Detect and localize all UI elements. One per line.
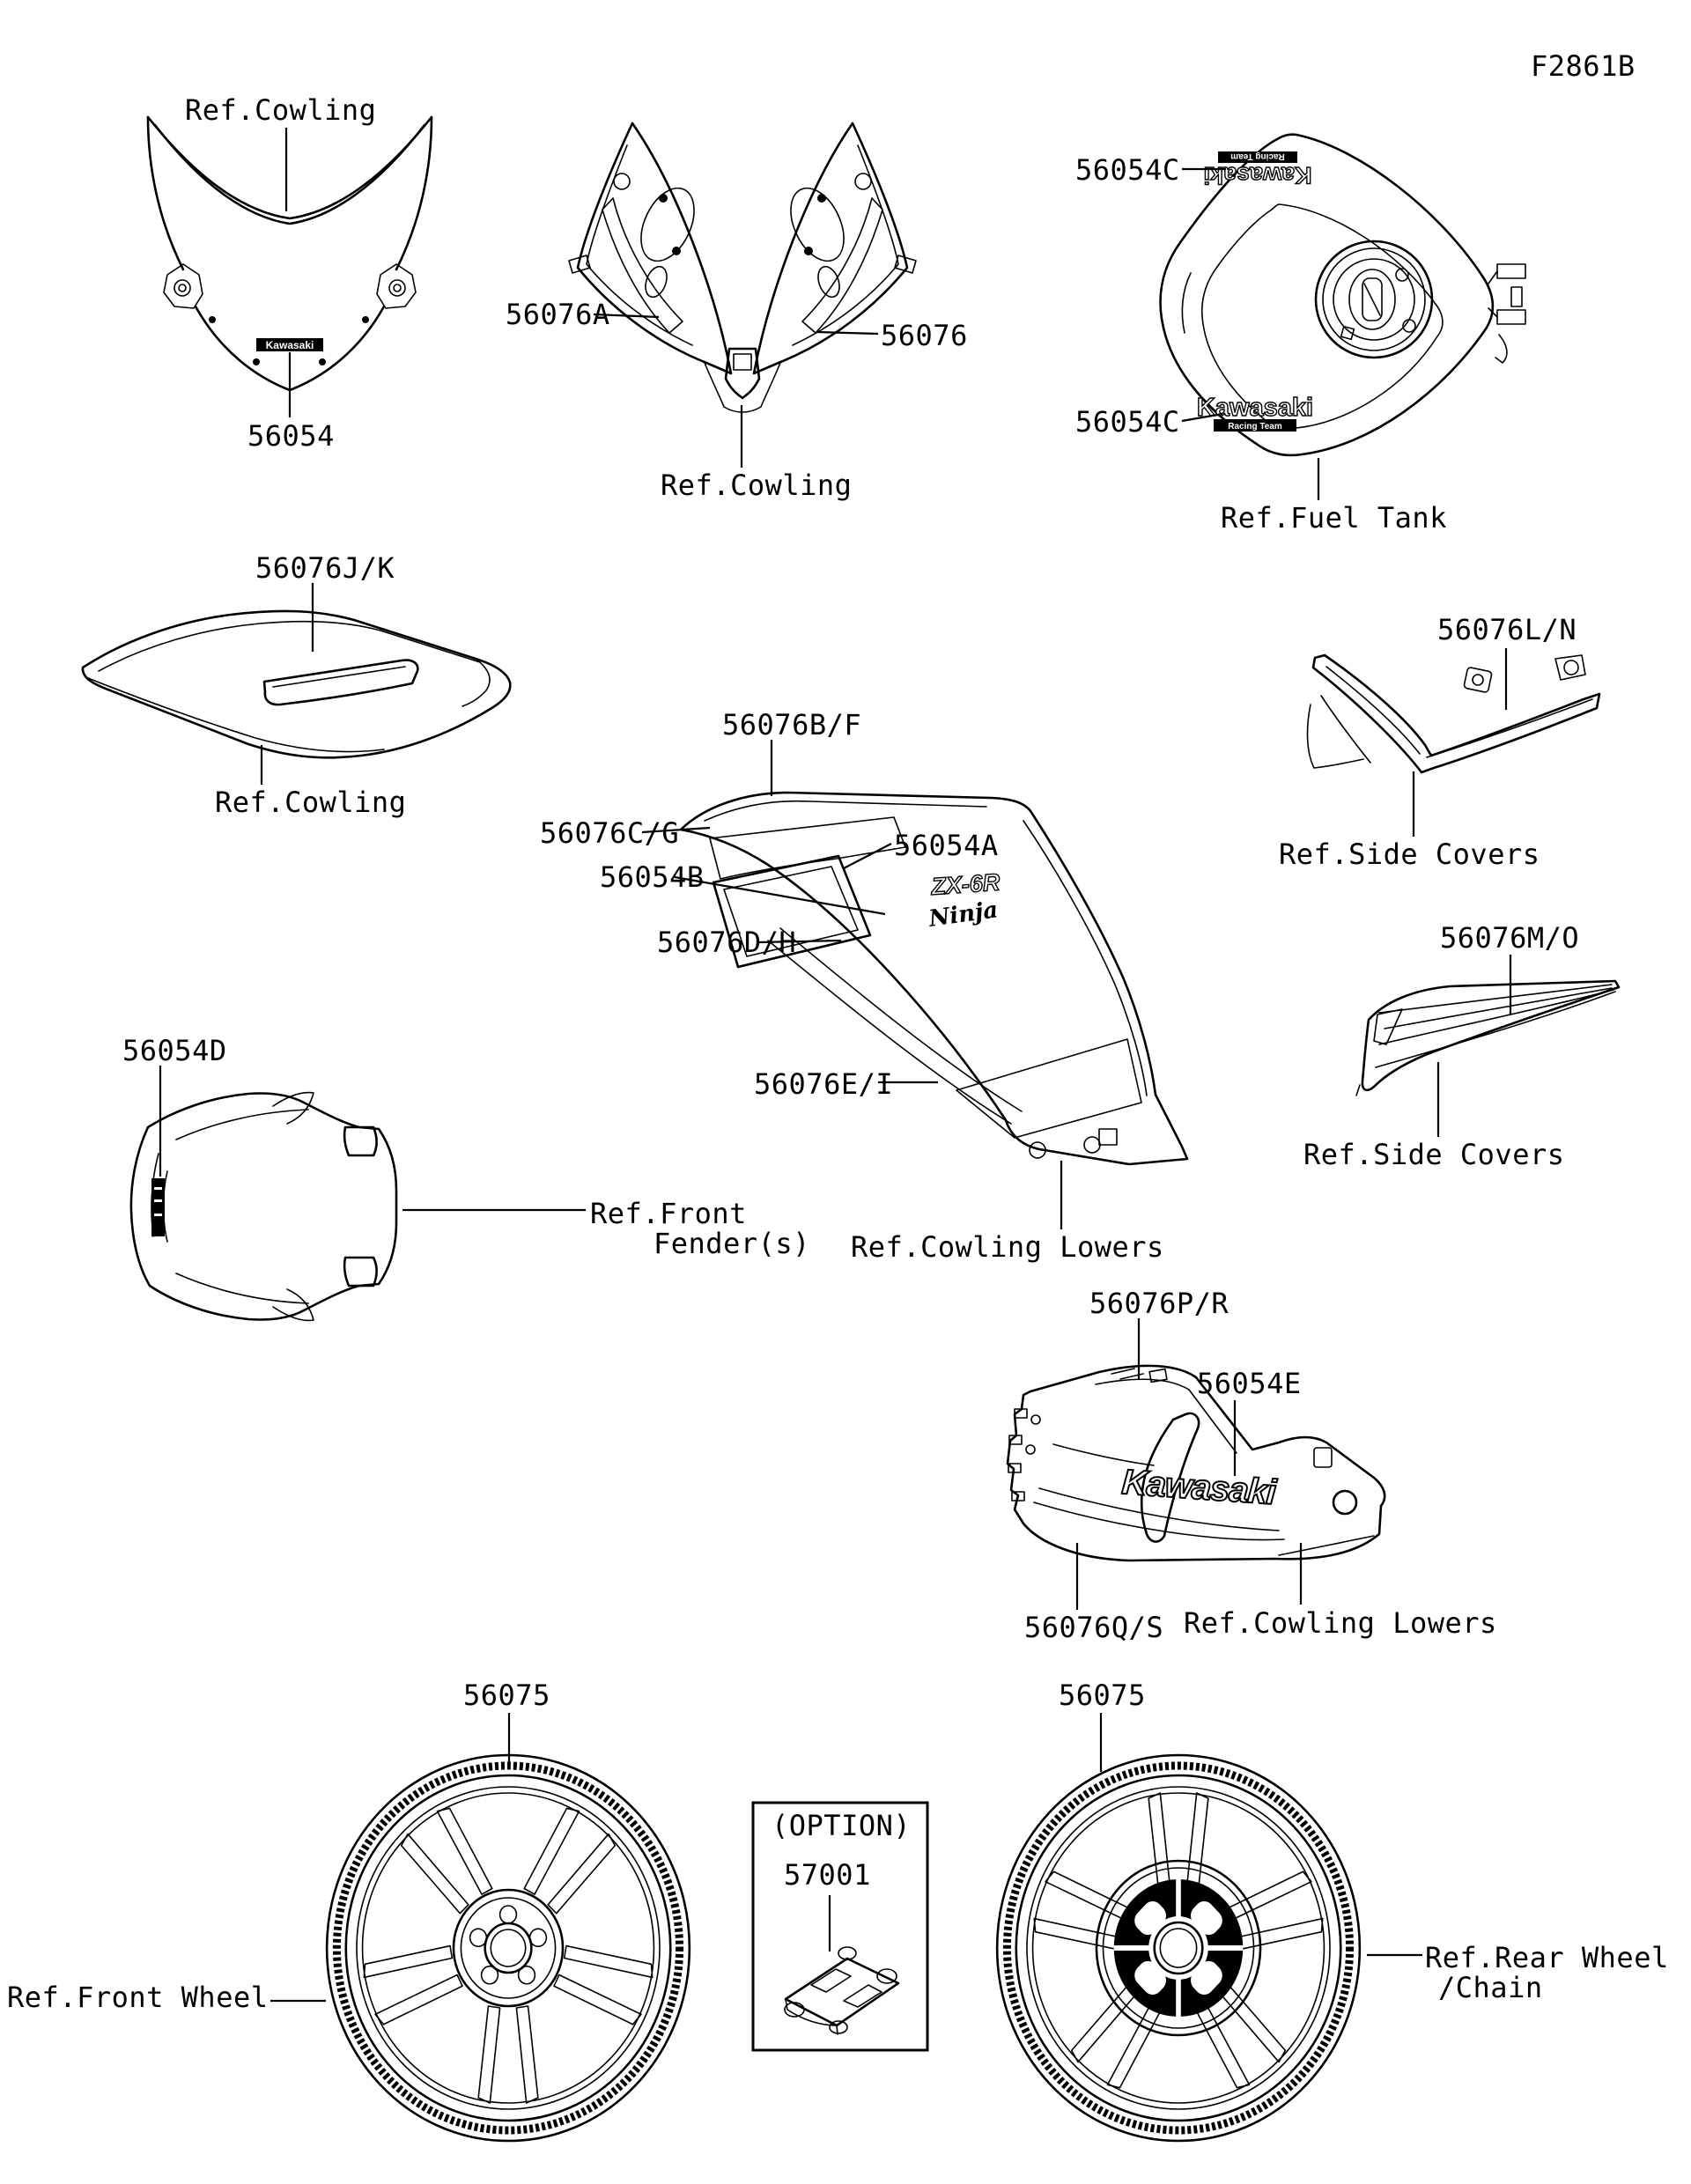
tank-top-kawasaki-text: Kawasaki	[1203, 162, 1311, 188]
cowling-lowers-part-right-label: 56054E	[1197, 1367, 1302, 1400]
fuel-tank-drawing: Kawasaki Racing Team Kawasaki Racing Tea…	[1161, 135, 1525, 455]
windshield-kawasaki-decal: Kawasaki	[256, 338, 323, 351]
rear-wheel-ref-label: Ref.Rear Wheel/Chain	[1425, 1943, 1669, 2003]
upper-cowling-part-right-label: 56076	[881, 319, 968, 352]
front-wheel-drawing	[309, 1730, 713, 2158]
front-wheel-spokes	[309, 1730, 713, 2158]
tank-bottom-kawasaki-text: Kawasaki	[1197, 394, 1313, 422]
front-wheel-bolts	[468, 1906, 549, 1988]
mid-cowling-part-right-label: 56054A	[894, 829, 999, 862]
mid-cowling-part-top-label: 56076B/F	[722, 708, 862, 742]
cowling-lowers-part-bottom-label: 56076Q/S	[1024, 1611, 1164, 1644]
fuel-tank-ref-label: Ref.Fuel Tank	[1221, 501, 1447, 535]
cowling-lowers-part-top-label: 56076P/R	[1089, 1287, 1229, 1320]
mid-cowling-part-upper-left-label: 56076C/G	[540, 816, 680, 850]
mid-cowling-zx6r-logo: ZX-6R	[929, 869, 1001, 900]
tank-top-decal: Kawasaki Racing Team	[1203, 151, 1312, 189]
front-fender-drawing	[131, 1093, 396, 1321]
rear-wheel-part-label: 56075	[1059, 1679, 1146, 1712]
rear-wheel-drawing	[997, 1755, 1360, 2141]
tank-bottom-decal: Kawasaki Racing Team	[1196, 393, 1314, 432]
front-fender-part-label: 56054D	[122, 1034, 227, 1067]
cowling-lowers-ref-label: Ref.Cowling Lowers	[1184, 1606, 1497, 1640]
front-wheel-part-label: 56075	[463, 1679, 550, 1712]
option-part-label: 57001	[784, 1858, 871, 1892]
seat-cowling-ref-label: Ref.Cowling	[215, 786, 407, 819]
upper-cowling-ref-label: Ref.Cowling	[661, 469, 853, 502]
side-cover-upper-drawing	[1308, 655, 1599, 772]
mid-cowling-ninja-logo: Ninja	[927, 896, 1000, 933]
tank-top-racing-team-text: Racing Team	[1230, 151, 1285, 161]
front-fender-ref-line2: Fender(s)	[654, 1227, 810, 1260]
windshield-ref-label: Ref.Cowling	[185, 93, 377, 127]
windshield-drawing: Kawasaki	[148, 117, 432, 390]
front-wheel-ref-label: Ref.Front Wheel	[7, 1981, 269, 2014]
mid-cowling-part-lower-label: 56076E/I	[754, 1067, 894, 1101]
fuel-tank-part-bottom-label: 56054C	[1075, 405, 1180, 439]
leader-lines	[160, 128, 1510, 2001]
mid-cowling-ref-label: Ref.Cowling Lowers	[851, 1230, 1164, 1264]
front-fender-ref-line1: Ref.Front	[590, 1197, 747, 1230]
upper-cowling-part-left-label: 56076A	[506, 298, 610, 331]
rear-wheel-ref-line1: Ref.Rear Wheel	[1425, 1941, 1669, 1974]
upper-cowling-drawing	[569, 123, 916, 412]
side-cover-lower-drawing	[1356, 981, 1619, 1096]
option-box-drawing	[753, 1803, 927, 2050]
cowling-lowers-kawasaki-logo: Kawasaki	[1120, 1463, 1278, 1512]
fuel-tank-part-top-label: 56054C	[1075, 153, 1180, 187]
side-cover-upper-part-label: 56076L/N	[1437, 613, 1577, 646]
mid-cowling-part-left-label: 56054B	[600, 860, 705, 894]
option-title-label: (OPTION)	[772, 1809, 912, 1842]
seat-cowling-part-label: 56076J/K	[255, 551, 395, 585]
windshield-kawasaki-text: Kawasaki	[266, 339, 314, 351]
tank-bottom-racing-team-text: Racing Team	[1228, 422, 1282, 432]
windshield-part-label: 56054	[247, 419, 335, 453]
side-cover-lower-ref-label: Ref.Side Covers	[1303, 1138, 1565, 1171]
rear-wheel-ref-line2: /Chain	[1438, 1971, 1543, 2004]
side-cover-lower-part-label: 56076M/O	[1440, 921, 1580, 955]
figure-code: F2861B	[1531, 49, 1636, 83]
front-fender-decal	[151, 1178, 165, 1236]
mid-cowling-part-middle-label: 56076D/H	[657, 926, 797, 959]
seat-cowling-drawing	[83, 611, 510, 757]
side-cover-upper-ref-label: Ref.Side Covers	[1279, 837, 1540, 871]
